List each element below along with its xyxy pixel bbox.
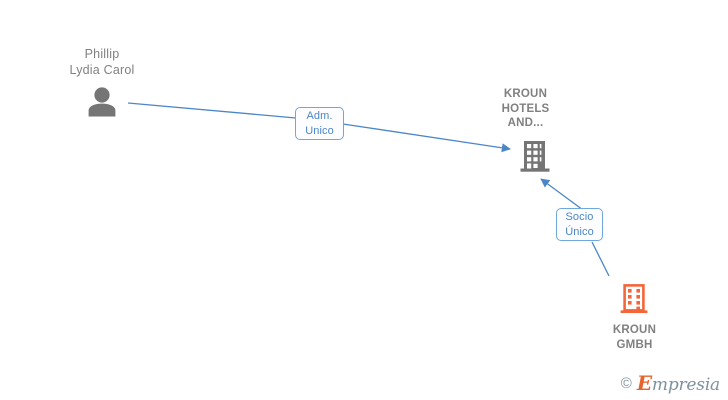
edge-label-to-company-main-2 <box>540 178 584 211</box>
empresia-logo-initial: E <box>636 371 652 395</box>
building-outline-icon <box>620 284 648 313</box>
person-icon <box>88 87 116 117</box>
company-owner-node[interactable] <box>619 284 649 319</box>
edge-company-owner-to-label <box>591 241 610 277</box>
building-icon <box>520 141 550 172</box>
company-main-node[interactable] <box>518 139 552 178</box>
empresia-logo: Empresia <box>637 373 720 394</box>
edge-label-socio-unico[interactable]: Socio Único <box>556 208 603 241</box>
person-name-label: Phillip Lydia Carol <box>69 47 135 77</box>
person-node[interactable] <box>86 86 118 122</box>
edge-label-to-company-main <box>342 123 511 153</box>
edge-label-adm-unico[interactable]: Adm. Unico <box>295 107 344 140</box>
empresia-logo-text: mpresia <box>651 375 720 395</box>
watermark: © Empresia <box>621 373 720 394</box>
edge-person-to-label <box>127 102 297 119</box>
copyright-symbol: © <box>620 375 632 392</box>
company-main-name-label: KROUN HOTELS AND... <box>501 88 550 129</box>
company-owner-name-label: KROUN GMBH <box>612 324 657 351</box>
